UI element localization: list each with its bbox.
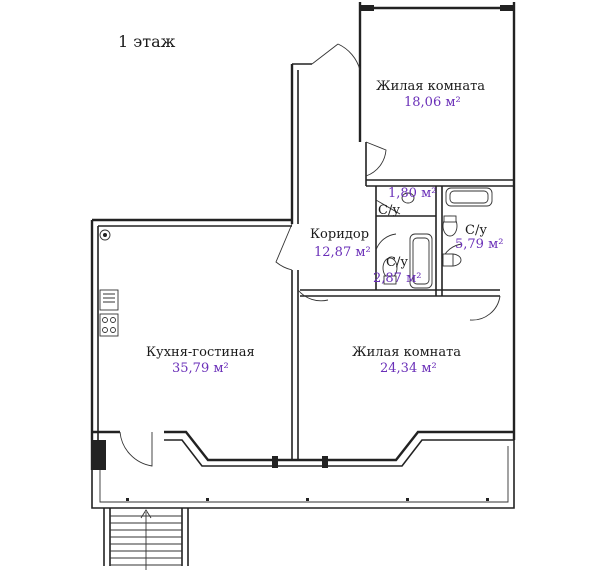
room-name-corridor: Коридор <box>310 227 369 242</box>
room-name-bath-small: С/у <box>378 203 400 218</box>
room-area-bath-right: 5,79 м² <box>455 237 503 252</box>
stove <box>99 313 119 337</box>
kitchen-fixtures <box>99 229 119 337</box>
floor-title: 1 этаж <box>118 32 176 51</box>
room-name-bath-right: С/у <box>465 223 487 238</box>
room-name-bedroom-top: Жилая комната <box>376 79 485 94</box>
room-area-bedroom-bottom: 24,34 м² <box>380 361 437 376</box>
room-area-bath-small: 1,80 м² <box>388 186 436 201</box>
fixtures <box>382 187 493 289</box>
room-area-corridor: 12,87 м² <box>314 245 371 260</box>
room-name-kitchen-living: Кухня-гостиная <box>146 345 255 360</box>
terrace <box>91 440 515 570</box>
inner-walls <box>291 142 514 460</box>
outer-walls <box>90 2 516 470</box>
kitchen-sink <box>99 289 119 311</box>
room-name-bedroom-bottom: Жилая комната <box>352 345 461 360</box>
sink-small <box>401 192 415 204</box>
room-area-kitchen-living: 35,79 м² <box>172 361 229 376</box>
room-area-bedroom-top: 18,06 м² <box>404 95 461 110</box>
doors <box>119 43 501 467</box>
room-area-bath-mid: 2,87 м² <box>373 271 421 286</box>
room-name-bath-mid: С/у <box>386 255 408 270</box>
stairs <box>110 509 182 570</box>
